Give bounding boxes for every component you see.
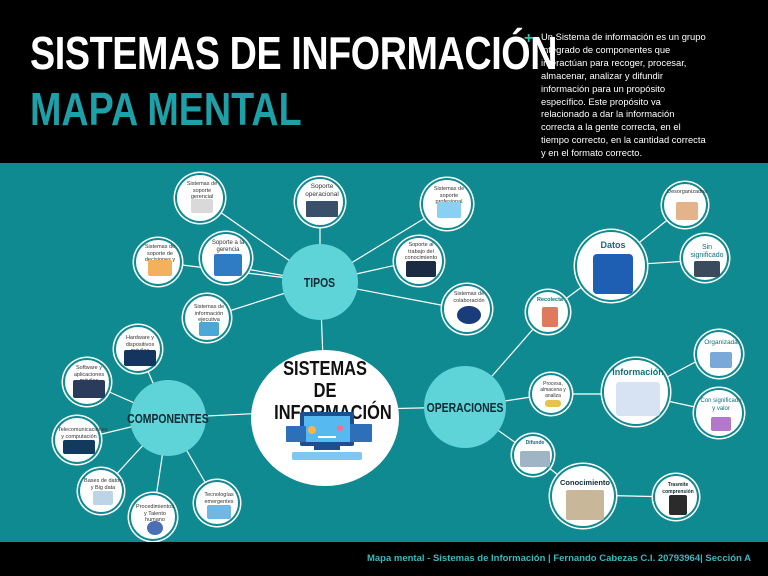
label-con-significado: Con significado y valor bbox=[700, 398, 742, 412]
hub-tipos[interactable]: TIPOS bbox=[282, 244, 358, 320]
node-conocimiento[interactable]: Conocimiento bbox=[552, 466, 614, 526]
meaning-icon bbox=[711, 417, 731, 431]
node-soporte-profesional[interactable]: Sistemas de soporte profesional bbox=[423, 180, 471, 228]
label-colaboracion: Sistemas de colaboración bbox=[453, 291, 485, 304]
people-icon bbox=[147, 521, 163, 535]
node-soporte-decisiones[interactable]: Sistemas de soporte de decisiones y B.I. bbox=[136, 240, 180, 284]
label-procedimientos: Procedimientos y Talento humano bbox=[136, 504, 174, 523]
node-difunde[interactable]: Difunde bbox=[514, 436, 552, 474]
label-recolecta: Recolecta bbox=[537, 297, 563, 303]
page-title: SISTEMAS DE INFORMACIÓN bbox=[30, 27, 558, 79]
node-trasmite[interactable]: Trasmite comprensión bbox=[655, 476, 697, 518]
label-organizada: Organizada bbox=[704, 339, 738, 346]
database-icon bbox=[93, 491, 113, 505]
messy-desk-icon bbox=[676, 202, 698, 220]
management-icon bbox=[214, 254, 242, 276]
node-organizada[interactable]: Organizada bbox=[697, 332, 741, 376]
hub-tipos-label: TIPOS bbox=[304, 274, 336, 290]
knowledge-building-icon bbox=[566, 490, 604, 520]
node-soporte-gerencial[interactable]: Sistemas de soporte gerencial bbox=[177, 175, 223, 221]
label-trasmite: Trasmite comprensión bbox=[662, 482, 694, 495]
executive-icon bbox=[199, 322, 219, 336]
label-procesa: Procesa, almacena y analiza bbox=[540, 381, 566, 399]
node-con-significado[interactable]: Con significado y valor bbox=[696, 390, 742, 436]
information-icon bbox=[616, 382, 660, 416]
node-telecomunicaciones[interactable]: Telecomunicaciones y computación en la n… bbox=[55, 418, 108, 462]
label-tecnologias: Tecnologías emergentes bbox=[204, 492, 234, 505]
node-colaboracion[interactable]: Sistemas de colaboración bbox=[444, 286, 490, 332]
label-difunde: Difunde bbox=[525, 440, 545, 446]
label-sin-significado: Sin significado bbox=[690, 244, 724, 259]
node-sin-significado[interactable]: Sin significado bbox=[683, 236, 727, 280]
node-soporte-gerencia[interactable]: Soporte a la gerencia bbox=[202, 234, 250, 282]
node-trabajo-conocimiento[interactable]: Soporte al trabajo del conocimiento bbox=[396, 238, 442, 284]
node-informacion-ejecutiva[interactable]: Sistemas de información ejecutiva bbox=[185, 296, 229, 340]
hardware-icon bbox=[124, 350, 156, 366]
cloud-icon bbox=[63, 440, 95, 454]
header: SISTEMAS DE INFORMACIÓN MAPA MENTAL + Un… bbox=[0, 0, 768, 163]
software-icon bbox=[73, 380, 105, 398]
hub-operaciones-label: OPERACIONES bbox=[426, 399, 504, 415]
label-trabajo-conocimiento: Soporte al trabajo del conocimiento bbox=[404, 242, 438, 261]
data-icon bbox=[593, 254, 633, 294]
node-procesa[interactable]: Procesa, almacena y analiza bbox=[532, 375, 570, 413]
broadcast-icon bbox=[520, 451, 550, 467]
professional-icon bbox=[437, 202, 461, 218]
plus-icon: + bbox=[524, 30, 534, 47]
collect-icon bbox=[542, 307, 558, 327]
hub-componentes[interactable]: COMPONENTES bbox=[127, 380, 209, 456]
node-procedimientos[interactable]: Procedimientos y Talento humano bbox=[131, 495, 175, 539]
hub-componentes-label: COMPONENTES bbox=[127, 410, 209, 426]
meeting-icon bbox=[191, 199, 213, 213]
node-datos[interactable]: Datos bbox=[577, 232, 645, 300]
node-hardware[interactable]: Hardware y dispositivos móviles bbox=[116, 327, 160, 371]
node-informacion[interactable]: Información bbox=[604, 360, 668, 424]
page-subtitle: MAPA MENTAL bbox=[30, 83, 302, 135]
knowledge-icon bbox=[406, 261, 436, 277]
label-informacion: Información bbox=[612, 367, 664, 377]
label-soporte-operacional: Soporte operacional bbox=[305, 183, 339, 198]
node-tecnologias[interactable]: Tecnologías emergentes bbox=[196, 482, 238, 524]
noise-icon bbox=[694, 261, 720, 277]
node-bases-datos[interactable]: Bases de datos y Big data bbox=[80, 470, 122, 512]
node-recolecta[interactable]: Recolecta bbox=[528, 292, 568, 332]
dashboard-icon bbox=[306, 201, 338, 217]
decision-icon bbox=[148, 260, 172, 276]
process-icon bbox=[545, 400, 561, 407]
teacher-icon bbox=[669, 495, 687, 515]
label-datos: Datos bbox=[600, 240, 626, 250]
collaboration-icon bbox=[457, 306, 481, 324]
node-software[interactable]: Software y aplicaciones móviles bbox=[65, 360, 109, 404]
label-bases-datos: Bases de datos y Big data bbox=[84, 478, 122, 491]
description-text: Un Sistema de información es un grupo in… bbox=[541, 31, 706, 159]
label-desorganizados: Desorganizados bbox=[667, 189, 707, 195]
organized-icon bbox=[710, 352, 732, 368]
label-soporte-gerencial: Sistemas de soporte gerencial bbox=[186, 181, 218, 200]
node-soporte-operacional[interactable]: Soporte operacional bbox=[297, 179, 343, 225]
label-conocimiento: Conocimiento bbox=[560, 478, 610, 487]
node-desorganizados[interactable]: Desorganizados bbox=[664, 184, 707, 226]
footer: Mapa mental - Sistemas de Información | … bbox=[0, 542, 768, 576]
emerging-tech-icon bbox=[207, 505, 231, 519]
hub-operaciones[interactable]: OPERACIONES bbox=[424, 366, 506, 448]
label-informacion-ejecutiva: Sistemas de información ejecutiva bbox=[193, 304, 225, 323]
footer-text: Mapa mental - Sistemas de Información | … bbox=[366, 553, 751, 564]
label-soporte-gerencia: Soporte a la gerencia bbox=[211, 240, 245, 253]
